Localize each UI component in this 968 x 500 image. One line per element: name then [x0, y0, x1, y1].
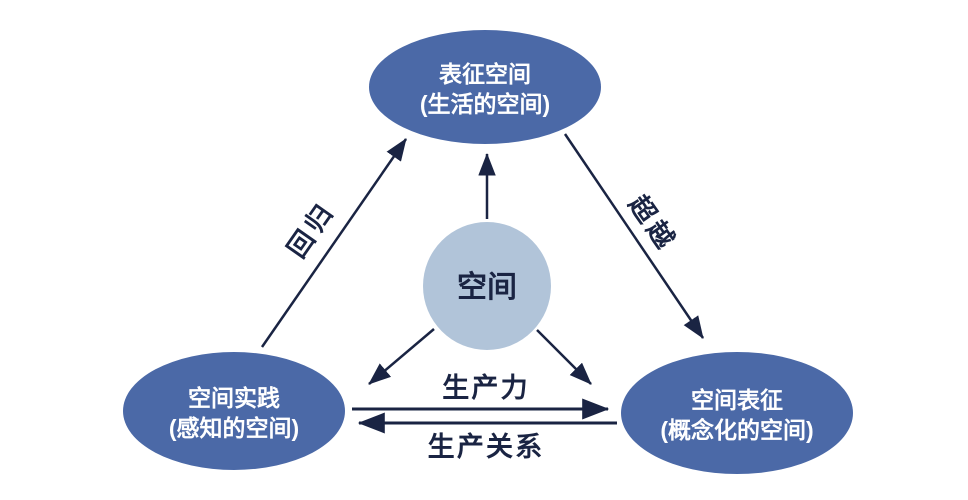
bottom-left-node-label-line1: 空间实践: [188, 385, 280, 411]
node-representations-of-space: [621, 352, 853, 474]
edge-center-to-bottom-right: [536, 329, 592, 385]
top-node-label-line1: 表征空间: [439, 61, 531, 87]
center-node-label: 空间: [457, 271, 517, 304]
edge-practice-to-representational: [260, 138, 408, 348]
node-space-center: [423, 222, 551, 350]
edge-center-to-bottom-left: [368, 328, 435, 385]
bottom-left-node-label-line2: (感知的空间): [169, 415, 299, 441]
node-representational-space: [369, 30, 601, 144]
node-spatial-practice: [123, 352, 345, 470]
edge-label-productivity: 生产力: [442, 373, 529, 403]
edge-representational-to-representations: [563, 133, 705, 339]
top-node-label-line2: (生活的空间): [420, 91, 550, 117]
bottom-right-node-label-line1: 空间表征: [691, 387, 783, 413]
edge-label-return: 回归: [281, 196, 341, 263]
edge-label-transcend: 超越: [623, 190, 683, 257]
edge-label-production-relations: 生产关系: [428, 432, 545, 462]
bottom-right-node-label-line2: (概念化的空间): [660, 417, 813, 443]
